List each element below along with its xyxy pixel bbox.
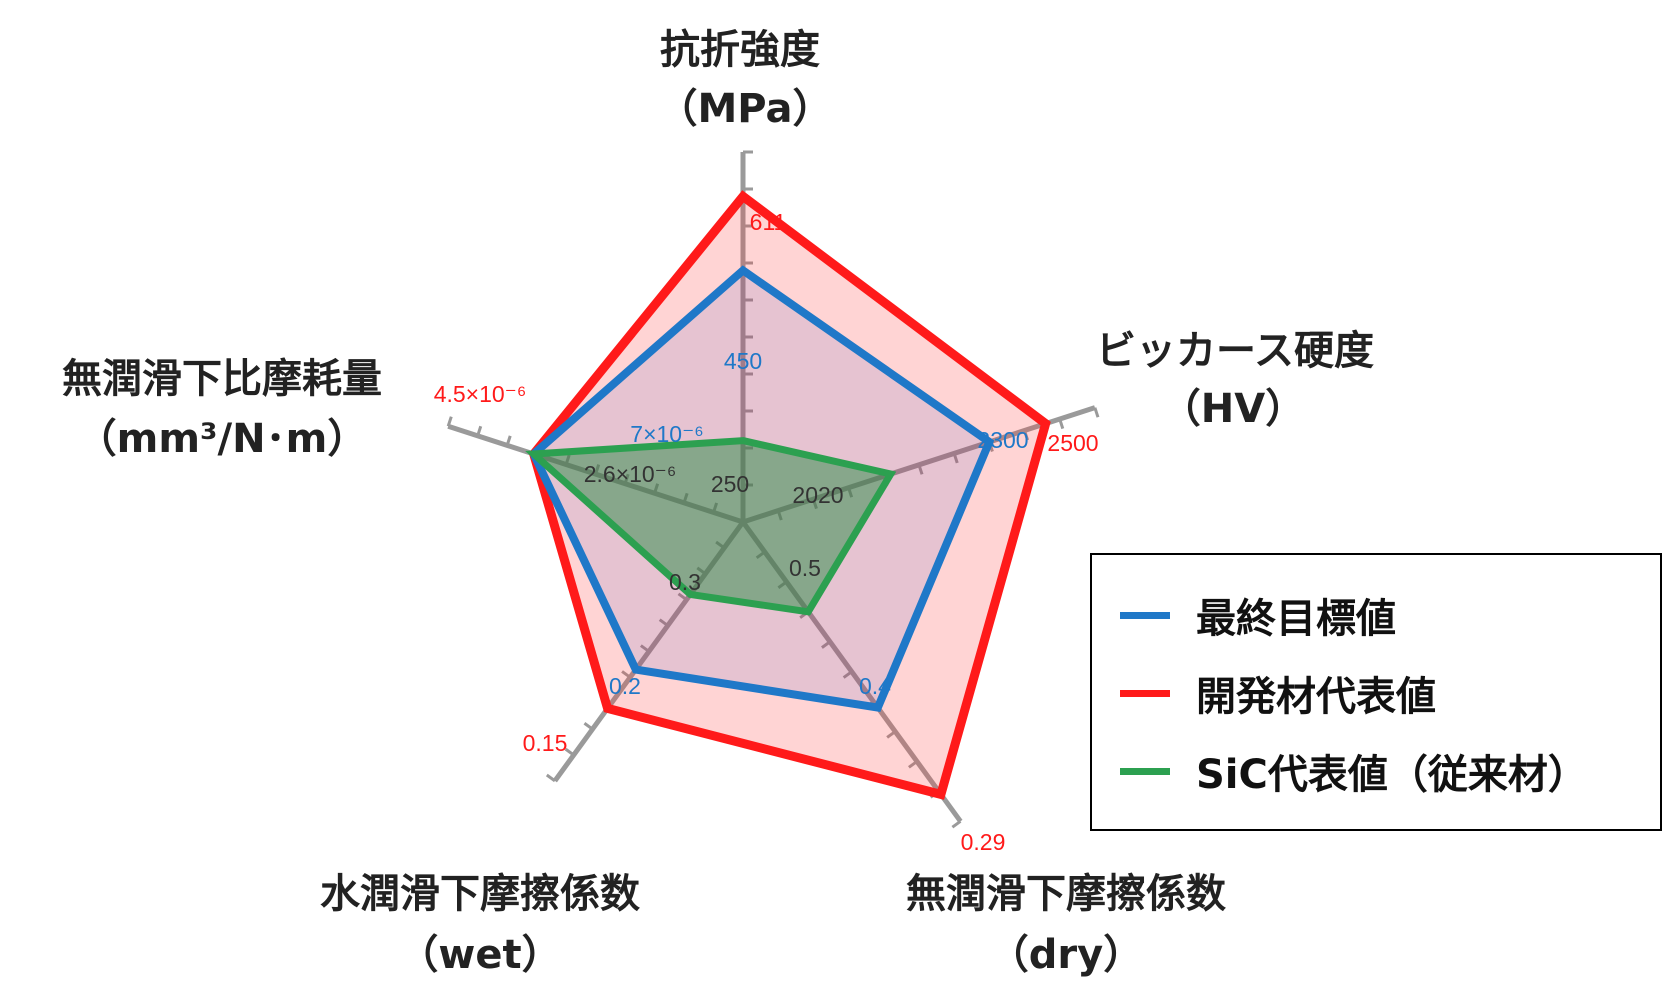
legend: 最終目標値 開発材代表値 SiC代表値（従来材） — [1090, 553, 1662, 831]
axis-title-wear-rate: 無潤滑下比摩耗量 — [62, 356, 382, 402]
value-labels-layer: 450 2300 0.4 0.2 7×10⁻⁶ 611 2500 0.29 0.15 4.5×10… — [434, 209, 1099, 855]
axis-unit-wear-rate: （mm³/N･m） — [77, 416, 368, 462]
value-label-target-wet-friction: 0.2 — [609, 673, 641, 699]
axis-tick — [842, 670, 853, 679]
axis-title-dry-friction: 無潤滑下摩擦係数 — [906, 871, 1226, 917]
axis-tick — [886, 730, 897, 739]
axis-tick — [621, 670, 632, 679]
axis-tick — [476, 425, 483, 437]
axis-tick — [677, 592, 688, 601]
legend-label-sic: SiC代表値（従来材） — [1196, 752, 1588, 798]
axis-tick — [908, 760, 918, 769]
axis-tick — [1058, 418, 1065, 430]
axis-tick — [952, 452, 959, 464]
axis-tick — [658, 618, 669, 627]
axis-tick — [446, 416, 453, 427]
legend-label-developed: 開発材代表値 — [1196, 674, 1436, 720]
value-label-sic-hardness: 2020 — [792, 482, 843, 508]
legend-swatch-target — [1120, 611, 1170, 619]
axis-tick — [951, 820, 962, 829]
axis-tick — [1093, 407, 1100, 418]
axis-tick — [917, 464, 924, 475]
axis-tick — [821, 640, 831, 649]
legend-swatch-developed — [1120, 689, 1170, 697]
axis-tick — [639, 644, 650, 653]
legend-item-target: 最終目標値 — [1120, 585, 1396, 645]
axis-title-strength: 抗折強度 — [660, 27, 820, 73]
value-label-developed-wear-rate: 4.5×10⁻⁶ — [434, 381, 527, 407]
axis-tick — [1023, 430, 1030, 441]
value-label-target-wear-rate: 7×10⁻⁶ — [630, 421, 703, 447]
series-polygon-sic — [525, 437, 897, 616]
axis-tick — [583, 722, 594, 731]
legend-item-developed: 開発材代表値 — [1120, 663, 1436, 723]
value-label-sic-wet-friction: 0.3 — [669, 569, 701, 595]
value-label-target-hardness: 2300 — [977, 427, 1028, 453]
value-label-developed-dry-friction: 0.29 — [961, 829, 1006, 855]
series-layer — [525, 190, 1051, 800]
axis-tick — [505, 435, 512, 446]
axis-unit-wet-friction: （wet） — [398, 932, 561, 978]
axis-unit-hardness: （HV） — [1161, 386, 1305, 432]
value-label-target-dry-friction: 0.4 — [859, 673, 891, 699]
legend-label-target: 最終目標値 — [1196, 596, 1396, 642]
value-label-sic-wear-rate: 2.6×10⁻⁶ — [584, 461, 677, 487]
value-label-sic-dry-friction: 0.5 — [789, 555, 821, 581]
legend-swatch-sic — [1120, 767, 1170, 775]
value-label-target-strength: 450 — [724, 348, 762, 374]
axis-unit-dry-friction: （dry） — [989, 932, 1143, 978]
legend-item-sic: SiC代表値（従来材） — [1120, 741, 1588, 801]
value-label-developed-wet-friction: 0.15 — [523, 730, 568, 756]
axis-tick — [564, 747, 575, 757]
value-label-developed-strength: 611 — [750, 209, 787, 235]
value-label-developed-hardness: 2500 — [1047, 430, 1098, 456]
axis-title-wet-friction: 水潤滑下摩擦係数 — [320, 871, 640, 917]
value-label-sic-strength: 250 — [711, 471, 749, 497]
axis-unit-strength: （MPa） — [657, 86, 832, 132]
axis-title-hardness: ビッカース硬度 — [1096, 328, 1374, 374]
axis-tick — [545, 773, 556, 783]
